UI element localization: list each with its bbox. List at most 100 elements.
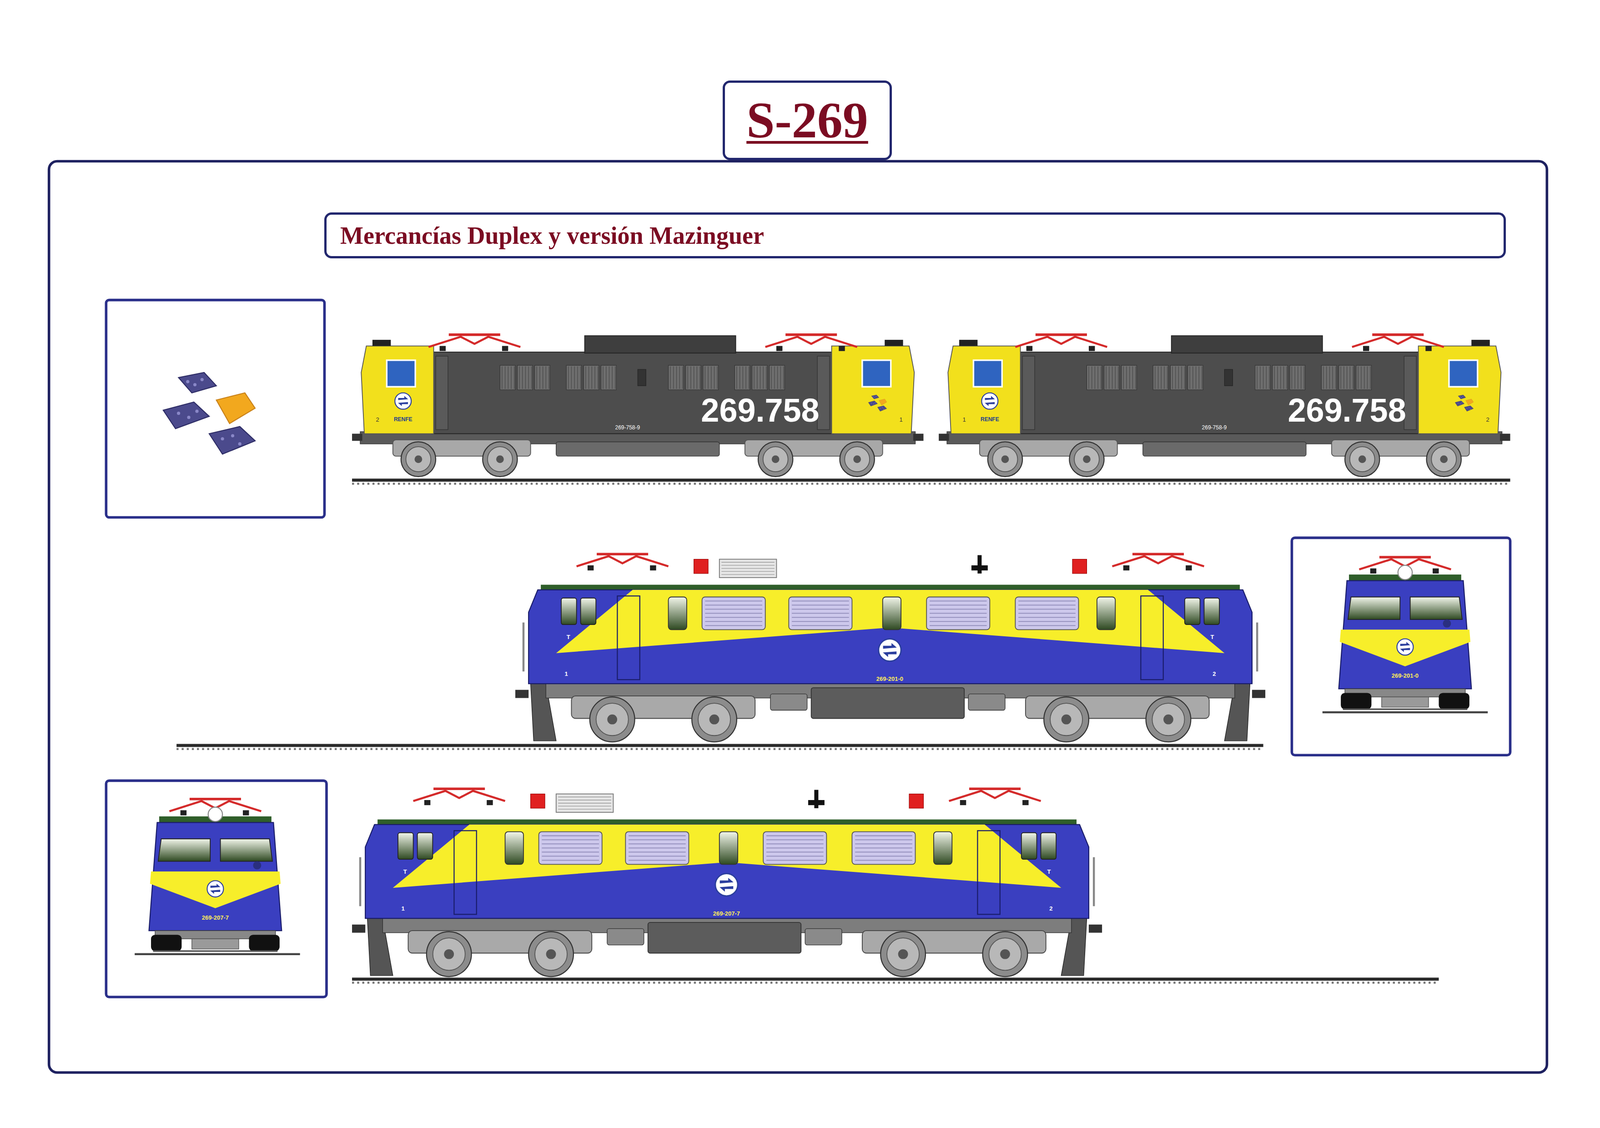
wheel-hub bbox=[853, 455, 861, 463]
headlight bbox=[208, 807, 223, 822]
louvre-slat bbox=[594, 366, 595, 389]
louvre-slat bbox=[1105, 366, 1107, 389]
coupling-plate bbox=[191, 938, 239, 949]
louvre-slat bbox=[1123, 366, 1124, 389]
body bbox=[1018, 352, 1421, 434]
cab-window bbox=[158, 838, 211, 861]
grille-slat bbox=[791, 624, 850, 626]
cab-roof-detail bbox=[1471, 339, 1490, 346]
louvre-slat bbox=[690, 366, 691, 389]
louvre-slat bbox=[765, 366, 767, 389]
louvre-slat bbox=[774, 366, 775, 389]
louvre-slat bbox=[1277, 366, 1278, 389]
wheel-rim bbox=[482, 441, 518, 477]
louvre-slat bbox=[545, 366, 547, 389]
grille-slat bbox=[855, 851, 913, 853]
sleepers bbox=[352, 482, 1511, 485]
grille-slat bbox=[791, 600, 850, 602]
body-window bbox=[933, 831, 952, 865]
logo-arrow bbox=[882, 651, 897, 657]
louvre-slat bbox=[1181, 366, 1182, 389]
wheel-hub bbox=[771, 455, 780, 463]
louvre-slat bbox=[525, 366, 526, 389]
pipe bbox=[1256, 622, 1258, 672]
grille-slat bbox=[704, 608, 763, 610]
louvre-slat bbox=[1329, 366, 1330, 389]
wheel-hub bbox=[898, 949, 909, 960]
pantograph-arm bbox=[428, 336, 521, 347]
louvre-slat bbox=[1192, 366, 1193, 389]
rail bbox=[352, 977, 1439, 981]
inset-box bbox=[105, 300, 325, 518]
logo-arrow bbox=[1399, 648, 1410, 653]
louvre-slat bbox=[1189, 366, 1190, 389]
louvre bbox=[499, 365, 516, 390]
louvre-slat bbox=[1175, 366, 1176, 389]
buffer-beam bbox=[248, 934, 280, 951]
pantograph-arm bbox=[459, 334, 462, 337]
pantograph-arm bbox=[1007, 788, 1010, 791]
air-tank bbox=[770, 694, 808, 711]
louvre-slat bbox=[783, 366, 784, 389]
wheel-disc bbox=[405, 446, 431, 472]
louvre-slat bbox=[669, 366, 671, 389]
running-number: 269-207-7 bbox=[713, 910, 740, 917]
body-window bbox=[668, 597, 687, 630]
pipe bbox=[1092, 857, 1095, 907]
grille bbox=[538, 831, 603, 865]
pantograph-head bbox=[448, 333, 501, 337]
rail bbox=[176, 744, 1263, 748]
grille-slat bbox=[704, 600, 763, 602]
louvre-slat bbox=[612, 366, 613, 389]
insulator bbox=[838, 346, 845, 352]
pantograph-arm bbox=[1015, 336, 1107, 347]
logo-speckle bbox=[875, 396, 877, 397]
wheel-hub bbox=[1358, 455, 1367, 463]
wheel-disc bbox=[487, 446, 513, 472]
wheel bbox=[1043, 696, 1089, 742]
louvre-slat bbox=[1088, 366, 1089, 389]
logo-tile bbox=[1464, 405, 1474, 412]
grille-slat bbox=[929, 608, 987, 610]
body bbox=[431, 352, 834, 434]
unit-end-number: 2 bbox=[1212, 670, 1216, 677]
wheel bbox=[528, 931, 574, 977]
pantograph bbox=[949, 788, 1042, 806]
logo-speckle bbox=[1461, 397, 1462, 398]
insulator bbox=[1370, 568, 1377, 574]
rail bbox=[134, 953, 300, 956]
wheel bbox=[401, 441, 436, 477]
louvre-slat bbox=[682, 366, 683, 389]
louvre-slat bbox=[771, 366, 772, 389]
wheel-disc bbox=[844, 446, 870, 472]
louvre-slat bbox=[1163, 366, 1165, 389]
grille-slat bbox=[628, 835, 686, 837]
wheel-disc bbox=[988, 937, 1022, 971]
louvre bbox=[1104, 365, 1120, 390]
cab-window bbox=[1040, 832, 1057, 860]
pantograph bbox=[765, 334, 858, 352]
grille bbox=[702, 597, 766, 630]
grille-slat bbox=[558, 799, 612, 800]
body bbox=[365, 824, 1089, 919]
logo-speckle bbox=[1459, 396, 1460, 398]
buffer bbox=[352, 433, 363, 442]
wheel-rim bbox=[426, 931, 472, 977]
wheel-disc bbox=[698, 703, 731, 736]
body bbox=[1338, 580, 1472, 690]
pantograph-arm bbox=[1352, 336, 1445, 347]
insulator bbox=[1123, 565, 1130, 571]
louvre-slat bbox=[763, 366, 764, 389]
louvre-slat bbox=[577, 366, 578, 389]
grille-slat bbox=[929, 604, 987, 606]
grille-slat bbox=[766, 859, 824, 861]
wheel-disc bbox=[1349, 446, 1375, 472]
door bbox=[453, 830, 477, 915]
wheel bbox=[482, 441, 518, 477]
louvre-slat bbox=[1184, 366, 1185, 389]
body bbox=[528, 589, 1253, 684]
cab-window bbox=[1203, 598, 1220, 625]
wheel-rim bbox=[1426, 441, 1462, 477]
wheel-rim bbox=[987, 441, 1023, 477]
louvre-slat bbox=[1100, 366, 1102, 389]
